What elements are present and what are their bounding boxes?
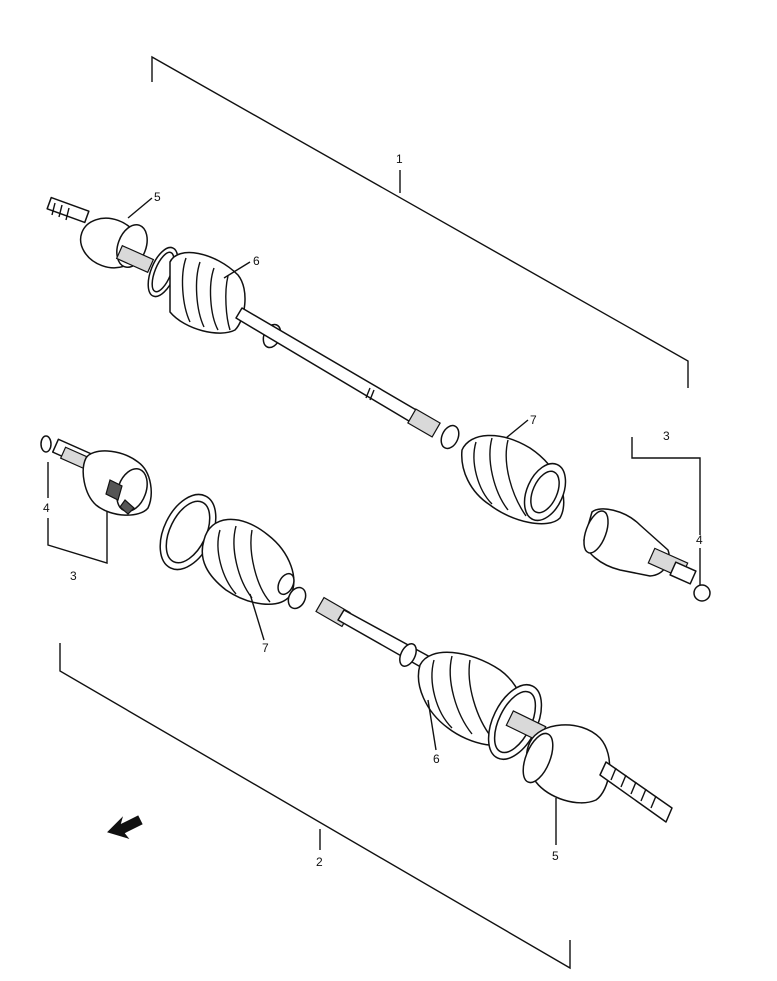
lower-outer-stub bbox=[599, 761, 673, 823]
upper-outer-stub bbox=[46, 196, 90, 224]
callout-5-lower: 5 bbox=[552, 849, 559, 863]
callout-5-upper: 5 bbox=[154, 190, 161, 204]
callout-7-upper: 7 bbox=[530, 413, 537, 427]
lower-outer-cv-joint bbox=[522, 724, 611, 804]
leader-lines bbox=[127, 197, 557, 845]
left-circlip bbox=[40, 435, 52, 453]
left-inner-joint-group bbox=[40, 435, 152, 564]
right-circlip bbox=[693, 584, 711, 602]
upper-inner-spline bbox=[407, 408, 441, 438]
callouts: 1 2 3 3 4 4 5 5 6 6 7 7 bbox=[43, 152, 703, 869]
upper-inner-small-band bbox=[440, 424, 460, 450]
assembly-1-bracket bbox=[151, 55, 689, 388]
lower-small-band bbox=[287, 586, 307, 610]
left-inner-joint-housing bbox=[82, 450, 152, 516]
callout-3-left: 3 bbox=[70, 569, 77, 583]
right-inner-joint-group bbox=[583, 437, 711, 602]
lower-drive-shaft bbox=[159, 493, 673, 823]
callout-6-upper: 6 bbox=[253, 254, 260, 268]
callout-4-left: 4 bbox=[43, 501, 50, 515]
assembly-2-bracket bbox=[59, 643, 571, 970]
upper-outer-cv-joint bbox=[79, 217, 155, 274]
right-inner-joint-housing bbox=[583, 508, 697, 585]
callout-2: 2 bbox=[316, 855, 323, 869]
callout-1: 1 bbox=[396, 152, 403, 166]
lower-shaft-bar bbox=[337, 609, 433, 671]
front-direction-arrow-icon bbox=[107, 815, 143, 839]
upper-inner-boot bbox=[461, 434, 567, 525]
callout-7-lower: 7 bbox=[262, 641, 269, 655]
upper-shaft-bar bbox=[235, 307, 431, 431]
upper-outer-boot bbox=[169, 251, 246, 334]
upper-drive-shaft bbox=[46, 196, 567, 525]
callout-4-right: 4 bbox=[696, 533, 703, 547]
callout-6-lower: 6 bbox=[433, 752, 440, 766]
callout-3-right: 3 bbox=[663, 429, 670, 443]
lower-inner-boot bbox=[201, 518, 295, 605]
